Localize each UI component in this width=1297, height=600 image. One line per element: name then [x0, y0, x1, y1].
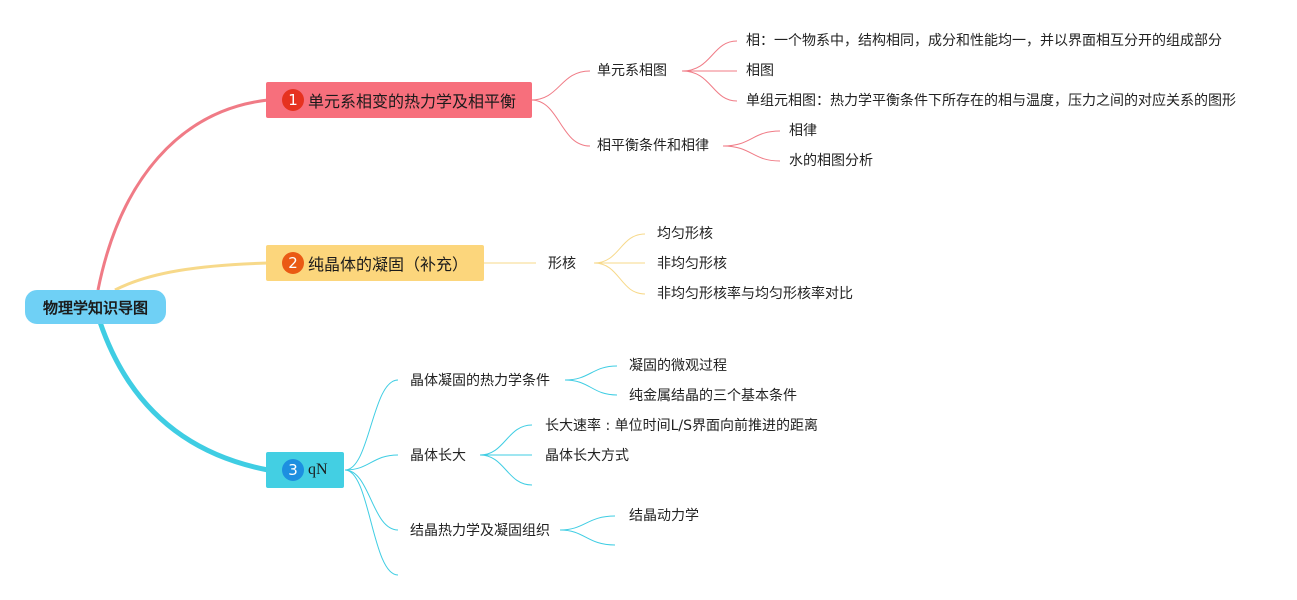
subtopic-crystallization-kinetics[interactable]: 结晶动力学	[629, 508, 699, 524]
subtopic-phase-definition[interactable]: 相：一个物系中，结构相同，成分和性能均一，并以界面相互分开的组成部分	[746, 33, 1222, 49]
topic-crystal-growth[interactable]: 晶体长大	[410, 448, 466, 464]
branch-1-node[interactable]: 1 单元系相变的热力学及相平衡	[266, 82, 532, 118]
root-node[interactable]: 物理学知识导图	[25, 290, 166, 324]
connector-root-branch3	[97, 321, 269, 473]
subtopic-phase-diagram[interactable]: 相图	[746, 63, 774, 79]
connector-b1-c1	[530, 70, 591, 101]
branch-2-node[interactable]: 2 纯晶体的凝固（补充）	[266, 245, 484, 281]
subtopic-three-conditions[interactable]: 纯金属结晶的三个基本条件	[629, 388, 797, 404]
branch-1-label: 单元系相变的热力学及相平衡	[308, 92, 517, 111]
subtopic-growth-mode[interactable]: 晶体长大方式	[545, 448, 629, 464]
subtopic-phase-rule[interactable]: 相律	[789, 123, 817, 139]
branch-3-label: qN	[308, 461, 328, 478]
subtopic-heterogeneous-nucleation[interactable]: 非均匀形核	[657, 256, 727, 272]
connector-b1-c2	[530, 99, 591, 147]
subtopic-single-component-diagram[interactable]: 单组元相图：热力学平衡条件下所存在的相与温度，压力之间的对应关系的图形	[746, 93, 1236, 109]
number-badge-1: 1	[282, 89, 304, 111]
topic-solidification-thermodynamics[interactable]: 晶体凝固的热力学条件	[410, 373, 550, 389]
topic-nucleation[interactable]: 形核	[548, 256, 576, 272]
number-badge-3: 3	[282, 459, 304, 481]
topic-phase-diagram-unary[interactable]: 单元系相图	[597, 63, 667, 79]
branch-2-label: 纯晶体的凝固（补充）	[308, 255, 469, 274]
subtopic-water-phase-diagram[interactable]: 水的相图分析	[789, 153, 873, 169]
subtopic-homogeneous-nucleation[interactable]: 均匀形核	[657, 226, 713, 242]
branch-3-node[interactable]: 3 qN	[266, 452, 344, 488]
connector-root-branch1	[96, 98, 269, 291]
root-label: 物理学知识导图	[42, 298, 148, 317]
topic-crystallization-structure[interactable]: 结晶热力学及凝固组织	[410, 523, 550, 539]
connector-root-branch2	[114, 261, 269, 292]
subtopic-micro-process[interactable]: 凝固的微观过程	[629, 358, 727, 374]
number-badge-2: 2	[282, 252, 304, 274]
subtopic-growth-rate[interactable]: 长大速率 ￼: 单位时间L/S界面向前推进的距离	[545, 418, 819, 434]
subtopic-nucleation-rate-comparison[interactable]: 非均匀形核率与均匀形核率对比	[657, 286, 853, 302]
topic-phase-equilibrium[interactable]: 相平衡条件和相律	[597, 138, 709, 154]
